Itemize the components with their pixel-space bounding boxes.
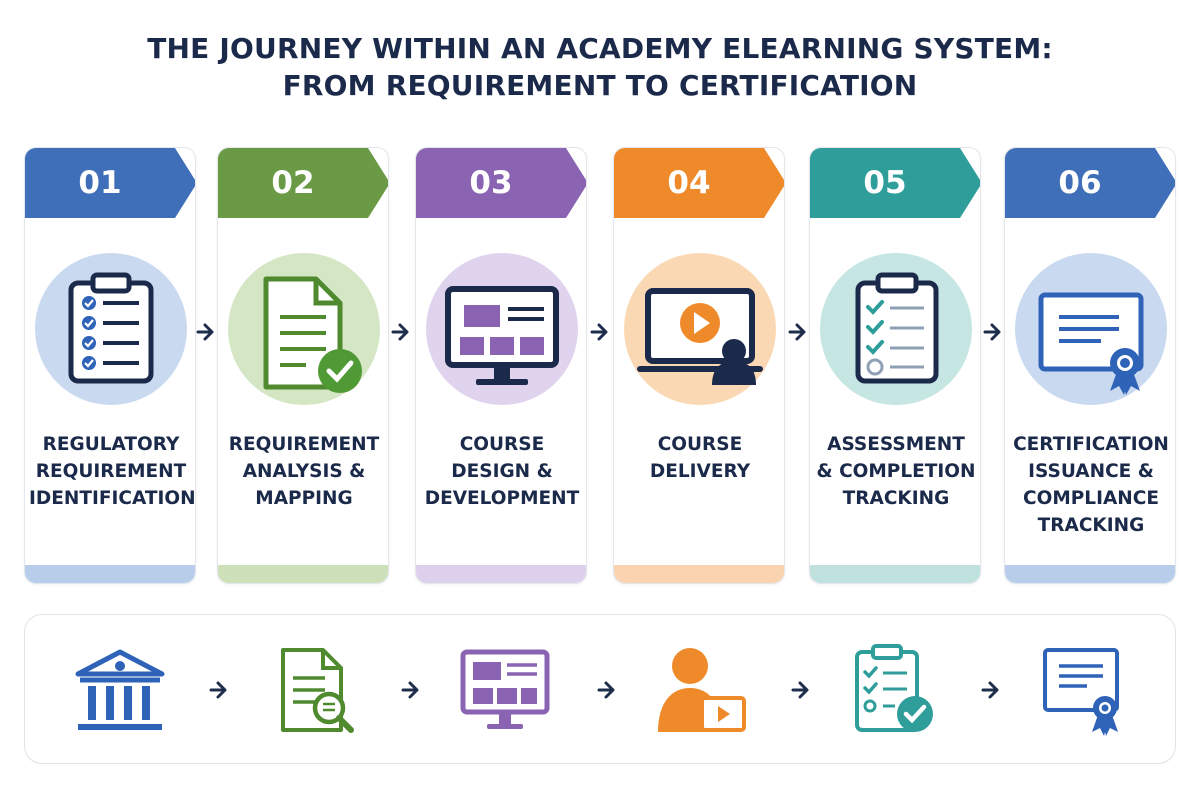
step-tab: 03	[416, 148, 586, 218]
clipboard-assessment-icon	[820, 253, 972, 405]
clipboard-checklist-icon	[35, 253, 187, 405]
title-line-2: FROM REQUIREMENT TO CERTIFICATION	[282, 69, 918, 102]
step-card-02: 02 REQUIREMENT ANALYSIS & MAPPING	[217, 147, 389, 584]
step-label-line: REQUIREMENT	[35, 461, 187, 482]
step-number: 01	[78, 165, 122, 201]
step-label-line: IDENTIFICATION	[29, 488, 196, 509]
step-tab: 04	[614, 148, 784, 218]
video-laptop-learner-icon	[624, 253, 776, 405]
step-card-03: 03 COURSE DESIGN & DEVELOPMENT	[415, 147, 587, 584]
step-label: COURSE DELIVERY	[618, 431, 782, 485]
step-label: REGULATORY REQUIREMENT IDENTIFICATION	[29, 431, 196, 512]
step-bottom-band	[1005, 565, 1175, 583]
step-tab: 06	[1005, 148, 1175, 218]
arrow-right-icon	[982, 320, 1002, 344]
step-number: 02	[271, 165, 315, 201]
title-line-1: THE JOURNEY WITHIN AN ACADEMY ELEARNING …	[147, 32, 1053, 65]
arrow-right-icon	[787, 320, 807, 344]
checklist-check-icon	[843, 640, 943, 744]
step-bottom-band	[810, 565, 980, 583]
step-label-line: DEVELOPMENT	[424, 488, 580, 509]
arrow-right-icon	[208, 678, 228, 702]
step-label: ASSESSMENT & COMPLETION TRACKING	[814, 431, 978, 512]
step-label: CERTIFICATION ISSUANCE & COMPLIANCE TRACKIN…	[1009, 431, 1173, 539]
arrow-right-icon	[589, 320, 609, 344]
step-label-line: ANALYSIS &	[242, 461, 366, 482]
step-bottom-band	[416, 565, 586, 583]
institution-building-icon	[70, 640, 170, 744]
step-label-line: TRACKING	[842, 488, 950, 509]
step-tab: 02	[218, 148, 388, 218]
step-bottom-band	[614, 565, 784, 583]
step-label-line: COURSE	[459, 434, 545, 455]
step-label-line: MAPPING	[255, 488, 353, 509]
arrow-right-icon	[790, 678, 810, 702]
arrow-right-icon	[980, 678, 1000, 702]
step-bottom-band	[218, 565, 388, 583]
step-label-line: ISSUANCE &	[1028, 461, 1154, 482]
arrow-right-icon	[400, 678, 420, 702]
step-label: REQUIREMENT ANALYSIS & MAPPING	[222, 431, 386, 512]
step-label-line: CERTIFICATION	[1013, 434, 1169, 455]
step-tab: 05	[810, 148, 980, 218]
document-search-icon	[265, 640, 365, 744]
step-number: 06	[1058, 165, 1102, 201]
monitor-layout-icon	[455, 640, 555, 744]
step-number: 04	[667, 165, 711, 201]
step-number: 05	[863, 165, 907, 201]
learner-video-icon	[650, 640, 750, 744]
arrow-right-icon	[596, 678, 616, 702]
page-title: THE JOURNEY WITHIN AN ACADEMY ELEARNING …	[0, 30, 1200, 104]
step-number: 03	[469, 165, 513, 201]
certificate-ribbon-icon	[1015, 253, 1167, 405]
certificate-ribbon-icon	[1035, 640, 1135, 744]
monitor-layout-icon	[426, 253, 578, 405]
step-bottom-band	[25, 565, 195, 583]
document-check-icon	[228, 253, 380, 405]
step-card-06: 06 CERTIFICATION ISSUANCE & COMPLIANCE TRAC…	[1004, 147, 1176, 584]
step-label-line: & COMPLETION	[816, 461, 976, 482]
step-tab: 01	[25, 148, 195, 218]
step-label-line: COMPLIANCE	[1023, 488, 1159, 509]
step-label-line: DELIVERY	[649, 461, 751, 482]
step-label-line: DESIGN &	[451, 461, 553, 482]
step-label-line: REQUIREMENT	[228, 434, 380, 455]
step-label-line: COURSE	[657, 434, 743, 455]
step-card-04: 04 COURSE DELIVERY	[613, 147, 785, 584]
step-label-line: REGULATORY	[42, 434, 180, 455]
step-label-line: ASSESSMENT	[827, 434, 965, 455]
step-label: COURSE DESIGN & DEVELOPMENT	[420, 431, 584, 512]
step-card-05: 05 ASSESSMENT & COMPLETION TRACKING	[809, 147, 981, 584]
arrow-right-icon	[195, 320, 215, 344]
arrow-right-icon	[390, 320, 410, 344]
step-card-01: 01 REGULATORY REQUIREMENT IDENTIFICATION	[24, 147, 196, 584]
step-label-line: TRACKING	[1037, 515, 1145, 536]
